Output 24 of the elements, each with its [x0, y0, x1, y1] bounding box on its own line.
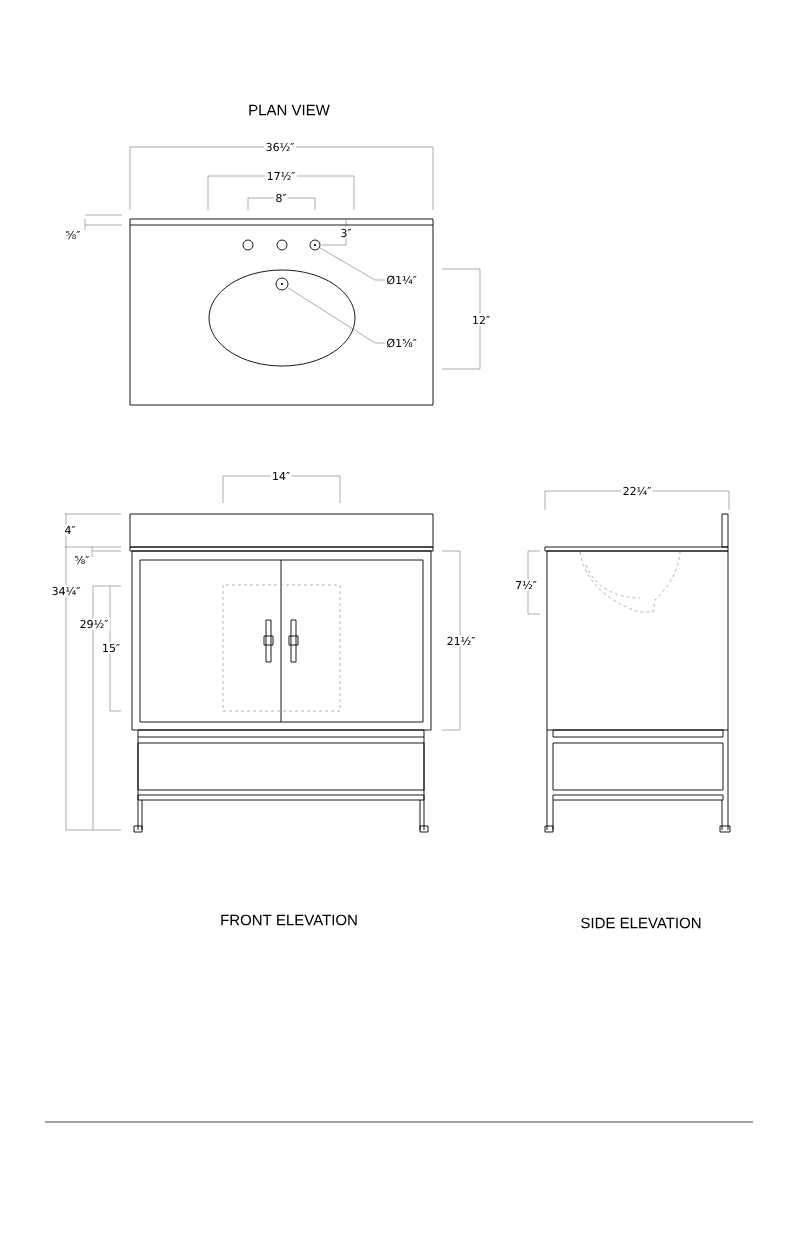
dimension-label: ⅝″ [64, 229, 82, 241]
dimension-label: 3″ [338, 227, 354, 239]
dimension-label: 36½″ [264, 141, 296, 153]
dimension-label: 29½″ [78, 618, 110, 630]
dimension-label: 12″ [470, 314, 492, 326]
dimension-label: Ø1⅝″ [387, 338, 417, 348]
dimension-label: ⅝″ [73, 554, 91, 566]
view-title: PLAN VIEW [249, 104, 330, 116]
leader-line [319, 247, 386, 281]
hole [309, 239, 321, 251]
dimension-label: 4″ [62, 524, 78, 536]
dimension-label: 22¼″ [621, 485, 653, 497]
leader-line [287, 287, 386, 344]
view-title: SIDE ELEVATION [581, 917, 701, 929]
dimension-label: Ø1¼″ [387, 275, 417, 285]
dimension-label: 34¼″ [50, 585, 82, 597]
view-title: FRONT ELEVATION [221, 914, 357, 926]
hole [275, 277, 289, 291]
dimension-label: 8″ [273, 192, 289, 204]
dimension-label: 15″ [100, 642, 122, 654]
dimension-label: 14″ [270, 470, 292, 482]
dimension-label: 17½″ [265, 170, 297, 182]
dimension-label: 7½″ [513, 579, 539, 591]
dimension-label: 21½″ [445, 635, 477, 647]
